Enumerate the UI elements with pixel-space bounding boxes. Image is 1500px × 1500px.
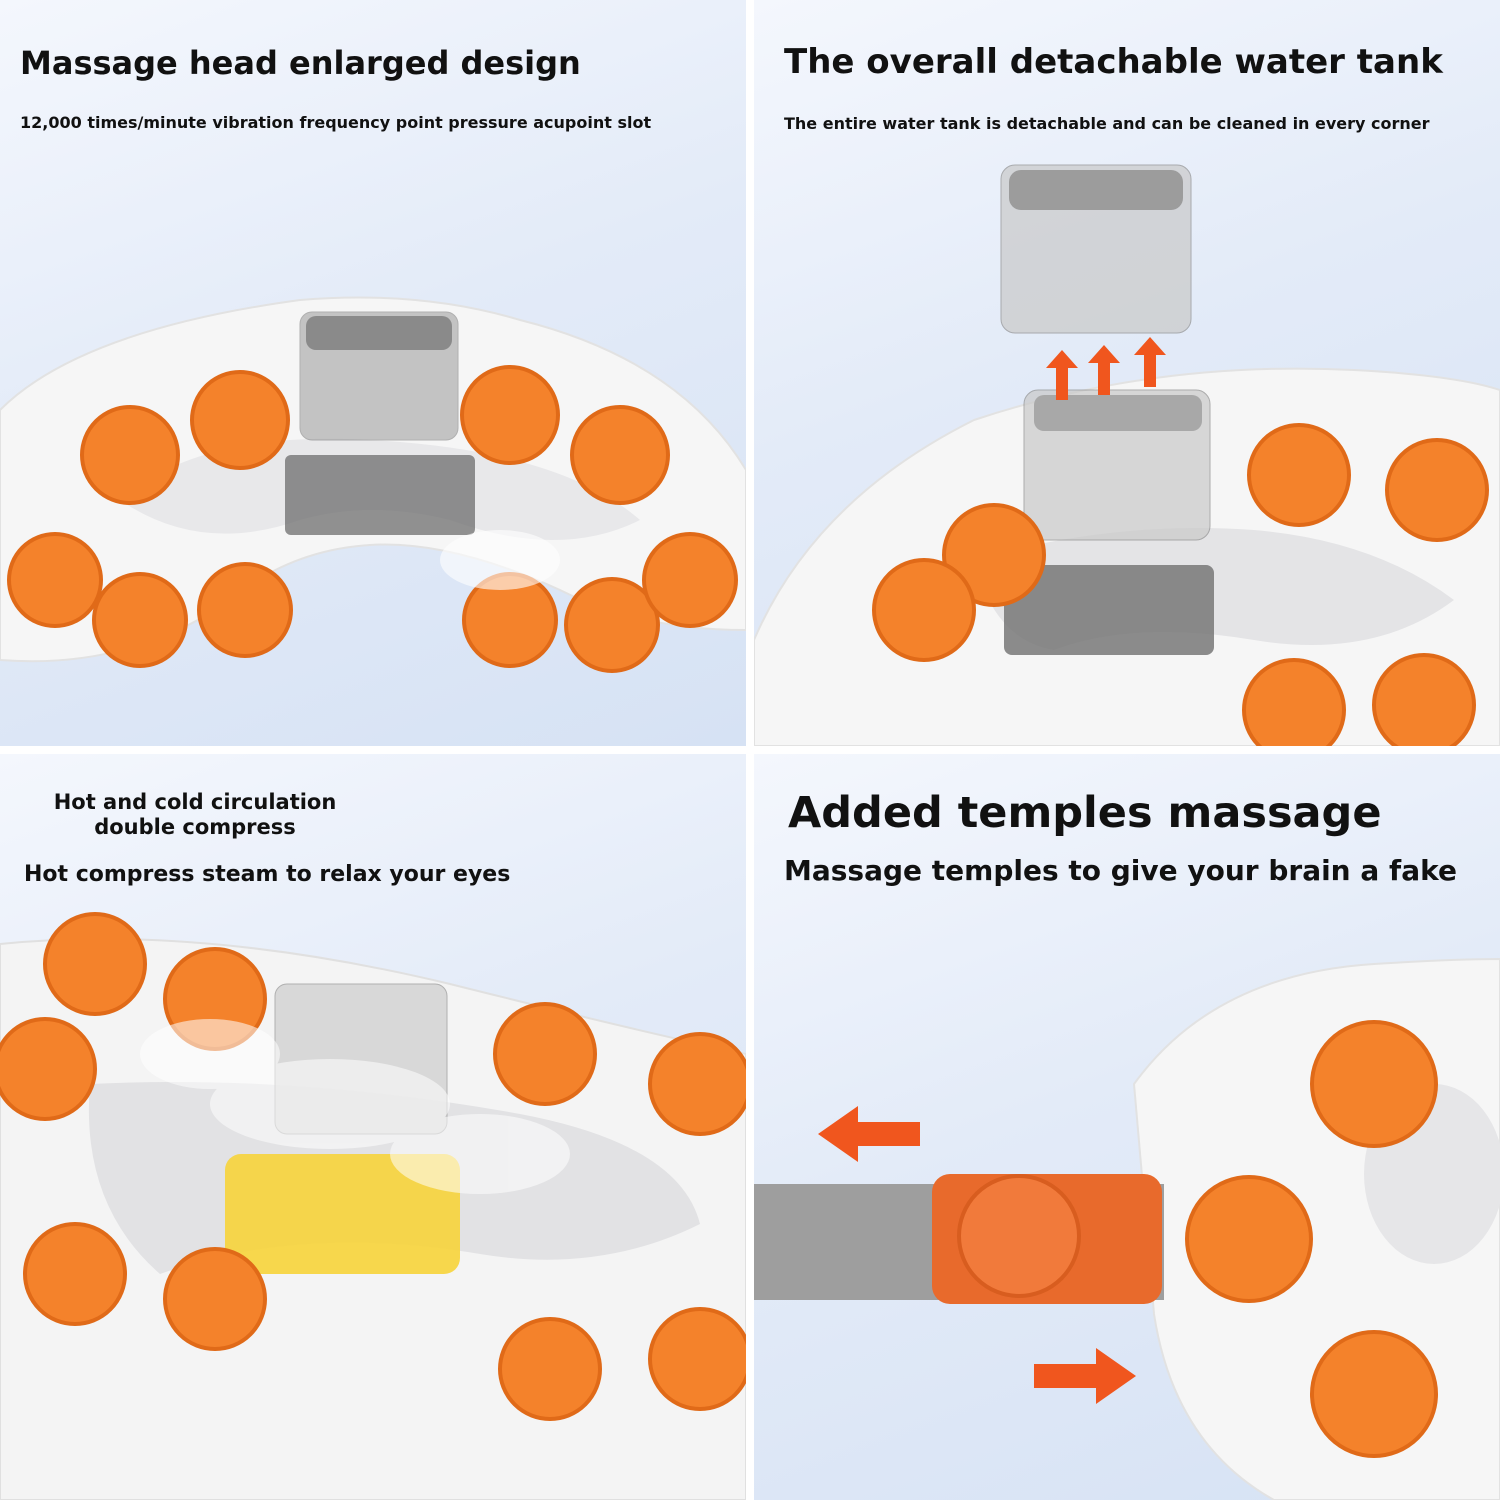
panel-title: Added temples massage <box>788 788 1382 838</box>
steam-icon <box>440 530 560 590</box>
panel-subtitle: 12,000 times/minute vibration frequency … <box>20 113 652 132</box>
panel-title: Massage head enlarged design <box>20 44 581 82</box>
right-arrow-icon <box>1034 1348 1136 1404</box>
hot-compress-illustration <box>0 912 746 1500</box>
panel-subtitle: The entire water tank is detachable and … <box>784 114 1430 133</box>
temples-massage-illustration <box>754 957 1500 1500</box>
panel-temples-massage: Added temples massage Massage temples to… <box>754 754 1500 1500</box>
massage-head-icon <box>872 423 1489 746</box>
massage-mask-illustration <box>0 296 746 673</box>
title-line-1: Hot and cold circulation <box>53 790 337 814</box>
title-line-2: double compress <box>94 815 296 839</box>
panel-title: The overall detachable water tank <box>784 42 1443 82</box>
massage-head-icon <box>1185 1020 1438 1458</box>
panel-water-tank: The overall detachable water tank The en… <box>754 0 1500 746</box>
massage-head-icon <box>0 912 746 1421</box>
water-tank-illustration <box>754 164 1500 746</box>
water-tank-icon <box>1000 164 1214 655</box>
left-arrow-icon <box>818 1106 920 1162</box>
panel-title: Hot and cold circulation double compress <box>0 790 390 840</box>
water-tank-icon <box>285 311 475 535</box>
panel-hot-compress: Hot and cold circulation double compress… <box>0 754 746 1500</box>
massage-head-icon <box>7 365 738 673</box>
up-arrow-icon <box>1046 337 1166 400</box>
steam-icon <box>140 1019 570 1194</box>
panel-subtitle: Hot compress steam to relax your eyes <box>24 862 511 887</box>
panel-massage-head: Massage head enlarged design 12,000 time… <box>0 0 746 746</box>
panel-subtitle: Massage temples to give your brain a fak… <box>784 854 1457 887</box>
